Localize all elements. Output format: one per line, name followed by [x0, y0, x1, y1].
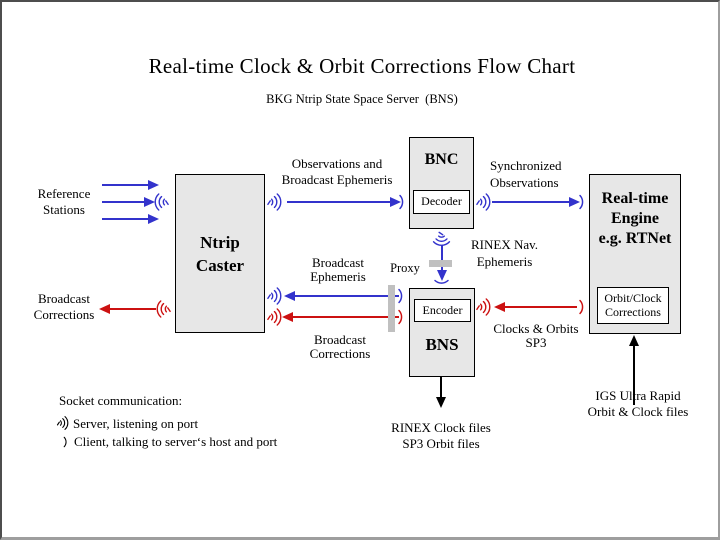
- label-synchronized-observations: Synchronized Observations: [490, 158, 562, 190]
- socket-client-icon: [434, 279, 449, 284]
- label-reference-stations: Reference Stations: [37, 186, 91, 217]
- page-title: Real-time Clock & Orbit Corrections Flow…: [148, 54, 576, 78]
- label-observations-ephemeris: Observations and Broadcast Ephemeris: [281, 156, 393, 187]
- label-broadcast-corrections-out: Broadcast Corrections: [33, 291, 95, 322]
- socket-server-icon: [476, 193, 491, 211]
- realtime-engine-label: Real-time Engine e.g. RTNet: [598, 190, 672, 247]
- proxy-bar-vertical: [388, 285, 395, 332]
- socket-server-icon: [267, 193, 282, 211]
- bnc-decoder-box: Decoder: [413, 190, 470, 214]
- socket-server-icon: [56, 416, 69, 430]
- node-realtime-engine: Real-time Engine e.g. RTNet Orbit/Clock …: [589, 174, 681, 334]
- ntrip-caster-label: Ntrip Caster: [195, 232, 245, 275]
- socket-client-icon: [398, 309, 403, 325]
- bnc-label: BNC: [424, 151, 459, 168]
- socket-client-icon: [579, 299, 584, 315]
- legend-heading: Socket communication:: [59, 393, 183, 408]
- socket-client-icon: [398, 288, 403, 304]
- label-clocks-orbits-sp3: Clocks & Orbits SP3: [493, 321, 579, 350]
- proxy-bar-horizontal: [429, 260, 452, 267]
- node-ntrip-caster: Ntrip Caster: [175, 174, 265, 333]
- label-proxy: Proxy: [390, 261, 420, 275]
- socket-client-icon: [579, 194, 584, 210]
- socket-server-icon: [154, 193, 169, 211]
- bns-encoder-box: Encoder: [414, 299, 471, 322]
- socket-server-icon: [156, 300, 171, 318]
- socket-client-icon: [63, 436, 67, 448]
- node-bns: Encoder BNS: [409, 288, 475, 377]
- legend-client-text: Client, talking to server‘s host and por…: [74, 434, 278, 449]
- label-rinex-clock-files: RINEX Clock files SP3 Orbit files: [391, 420, 491, 451]
- node-bnc: BNC Decoder: [409, 137, 474, 229]
- bns-label: BNS: [425, 335, 459, 354]
- page-subtitle: BKG Ntrip State Space Server (BNS): [266, 92, 458, 106]
- socket-server-icon: [432, 231, 451, 246]
- legend-server-text: Server, listening on port: [73, 416, 199, 431]
- socket-server-icon: [267, 308, 282, 326]
- orbit-clock-corrections-box: Orbit/Clock Corrections: [597, 287, 669, 324]
- socket-client-icon: [399, 194, 404, 210]
- label-rinex-nav-ephemeris: RINEX Nav. Ephemeris: [470, 237, 539, 269]
- socket-server-icon: [476, 298, 491, 316]
- label-broadcast-ephemeris: Broadcast Ephemeris: [310, 255, 366, 284]
- label-igs-ultra-rapid: IGS Ultra Rapid Orbit & Clock files: [587, 388, 689, 419]
- label-broadcast-corrections-mid: Broadcast Corrections: [309, 332, 371, 361]
